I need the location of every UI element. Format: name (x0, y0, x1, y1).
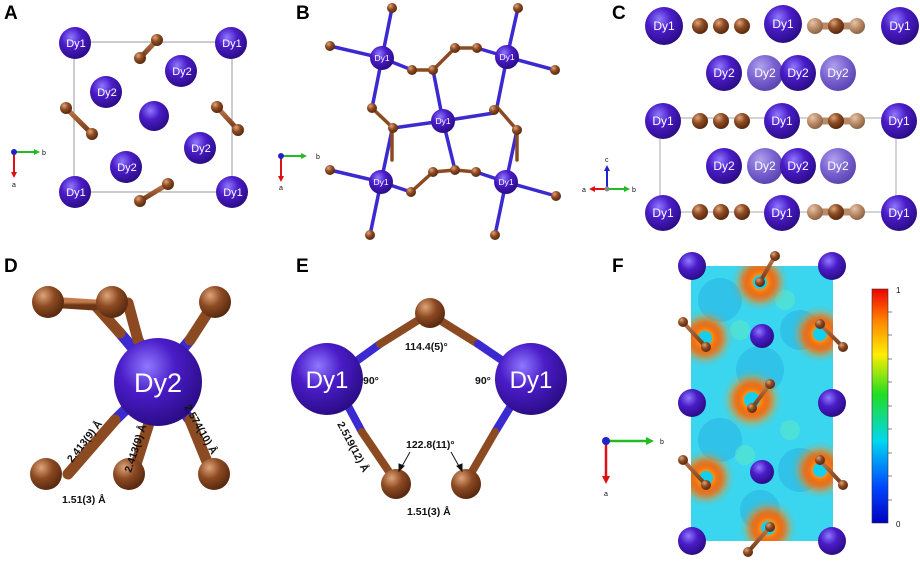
panel-c-axis-c: c (605, 157, 609, 164)
panel-letter-e: E (296, 256, 309, 277)
panel-c-label-dy1-2: Dy1 (772, 17, 794, 31)
panel-c-label-dy1-7: Dy1 (652, 206, 674, 220)
panel-f-colorbar: 1 0 (871, 286, 901, 529)
panel-f-c2-units (678, 251, 848, 557)
panel-f-dy-atoms (678, 252, 846, 555)
panel-c-label-dy2-8: Dy2 (827, 159, 849, 173)
colorbar-max-label: 1 (896, 286, 901, 295)
panel-c-label-dy2-4: Dy2 (827, 66, 849, 80)
panel-b-carbon-atoms (325, 3, 561, 240)
panel-letter-f: F (612, 256, 624, 277)
panel-e-label-dy1-left: Dy1 (306, 367, 349, 394)
panel-e-dy1-right (495, 343, 567, 415)
panel-c-label-dy2-2: Dy2 (754, 66, 776, 80)
panel-c-structure: Dy1 Dy1 Dy1 Dy2 Dy2 Dy2 Dy2 Dy1 Dy1 Dy1 … (582, 5, 919, 231)
panel-c-c2-rows (692, 18, 865, 220)
panel-a-label-dy2-d: Dy2 (117, 162, 137, 174)
panel-a-label-dy1-tr: Dy1 (222, 38, 242, 50)
panel-f-axis-a: a (604, 491, 608, 498)
panel-letter-a: A (4, 3, 18, 24)
panel-c-axis-b: b (632, 187, 636, 194)
panel-b-axis-b: b (316, 154, 320, 161)
panel-c-label-dy1-5: Dy1 (771, 114, 793, 128)
panel-e-c2-bridge: Dy1 Dy1 114.4(5)° 90° 90° 2.519(12) Å 12… (291, 298, 567, 518)
panel-e-dy1-left (291, 343, 363, 415)
panel-e-bond: 2.519(12) Å (334, 419, 372, 474)
panel-c-axis-a: a (582, 187, 586, 194)
panel-b-label-dy1-c: Dy1 (435, 116, 450, 126)
panel-c-label-dy2-3: Dy2 (787, 66, 809, 80)
panel-letter-d: D (4, 256, 18, 277)
panel-e-cc-length: 1.51(3) Å (407, 505, 451, 518)
panel-a-label-dy1-br: Dy1 (223, 187, 243, 199)
panel-c-dy-atoms (645, 5, 919, 231)
panel-a-label-dy2-b: Dy2 (172, 66, 192, 78)
panel-e-angle-left: 90° (363, 375, 379, 387)
panel-a-dy-atoms (59, 27, 248, 208)
panel-a-label-dy1-tl: Dy1 (66, 38, 86, 50)
panel-b-dy-atoms (369, 45, 519, 194)
panel-a-axis-triad: b a (11, 149, 46, 189)
panel-c-label-dy2-7: Dy2 (787, 159, 809, 173)
panel-e-angle-right: 90° (475, 375, 491, 387)
panel-b-label-dy1-e: Dy1 (498, 177, 513, 187)
panel-b-axis-a: a (279, 185, 283, 192)
panel-b-label-dy1-d: Dy1 (373, 177, 388, 187)
panel-d-dy2-atom (114, 338, 202, 426)
panel-c-label-dy2-1: Dy2 (713, 66, 735, 80)
panel-a-axis-b: b (42, 150, 46, 157)
panel-b-structure: Dy1 Dy1 Dy1 Dy1 Dy1 b a (278, 3, 561, 240)
panel-c-label-dy1-6: Dy1 (888, 114, 910, 128)
panel-c-label-dy1-3: Dy1 (889, 19, 911, 33)
panel-c-label-dy1-4: Dy1 (652, 114, 674, 128)
panel-f-elf-map: 1 0 b a (602, 251, 901, 557)
panel-c-label-dy2-5: Dy2 (713, 159, 735, 173)
panel-b-label-dy1-b: Dy1 (499, 52, 514, 62)
panel-c-label-dy2-6: Dy2 (754, 159, 776, 173)
panel-c-label-dy1-1: Dy1 (653, 19, 675, 33)
panel-a-label-dy2-a: Dy2 (97, 87, 117, 99)
panel-c-label-dy1-9: Dy1 (888, 206, 910, 220)
panel-a-axis-a: a (12, 182, 16, 189)
panel-e-angle-arrows (398, 451, 463, 473)
panel-a-c2-units (60, 34, 244, 207)
panel-a-label-dy2-c: Dy2 (191, 143, 211, 155)
panel-f-axis-triad: b a (602, 437, 664, 498)
panel-f-axis-b: b (660, 439, 664, 446)
panel-d-cc-length: 1.51(3) Å (62, 493, 106, 506)
panel-c-label-dy1-8: Dy1 (771, 206, 793, 220)
panel-a-unit-cell: Dy1 Dy1 Dy2 Dy2 Dy2 Dy2 Dy1 Dy1 b a (11, 27, 248, 208)
panel-d-label-dy2: Dy2 (134, 368, 182, 398)
panel-a-label-dy1-bl: Dy1 (66, 187, 86, 199)
panel-e-label-dy1-right: Dy1 (510, 367, 553, 394)
panel-e-angle-top: 114.4(5)° (405, 341, 448, 353)
panel-e-angle-bottom: 122.8(11)° (406, 439, 455, 451)
panel-b-label-dy1-a: Dy1 (374, 53, 389, 63)
panel-c-axis-triad: c a b (582, 157, 636, 194)
panel-letter-b: B (296, 3, 310, 24)
colorbar-min-label: 0 (896, 520, 901, 529)
panel-d-coordination: Dy2 2.413(9) Å 2.413(9) Å 2.574(10) Å 1.… (30, 286, 231, 506)
panel-letter-c: C (612, 3, 626, 24)
panel-b-axis-triad: b a (278, 153, 320, 192)
